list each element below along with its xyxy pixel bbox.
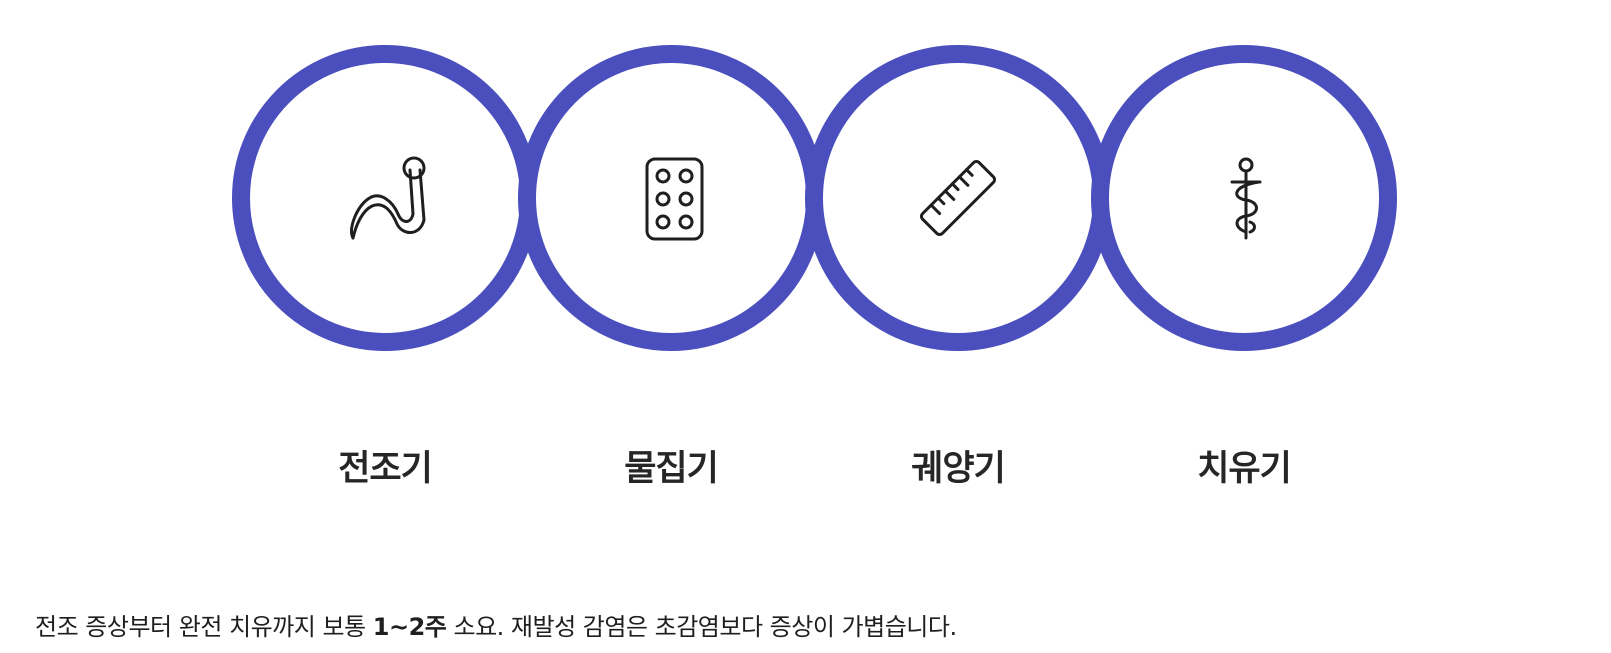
duration-caption: 전조 증상부터 완전 치유까지 보통 1~2주 소요. 재발성 감염은 초감염보…	[35, 612, 957, 642]
stage-node-healing	[1091, 45, 1397, 351]
stage-label-prodrome: 전조기	[338, 449, 433, 489]
stage-flow-diagram	[232, 45, 1397, 351]
ruler-icon	[919, 159, 997, 237]
caption-duration-highlight: 1~2주	[372, 613, 447, 641]
stage-label-ulcer: 궤양기	[911, 449, 1006, 489]
caption-text-after: 소요. 재발성 감염은 초감염보다 증상이 가볍습니다.	[446, 613, 957, 641]
stage-label-healing: 치유기	[1197, 449, 1292, 489]
worm-icon	[350, 156, 426, 240]
stage-node-vesicle	[518, 45, 824, 351]
caption-text-before: 전조 증상부터 완전 치유까지 보통	[35, 613, 373, 641]
stage-label-vesicle: 물집기	[624, 449, 719, 489]
caduceus-icon	[1230, 157, 1262, 240]
blister-pack-icon	[645, 157, 704, 241]
stage-node-ulcer	[805, 45, 1111, 351]
